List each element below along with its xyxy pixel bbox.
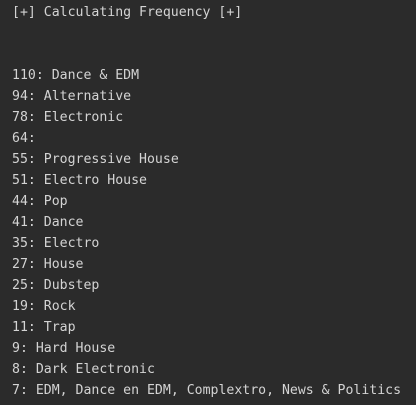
entry-count: 78	[12, 110, 44, 125]
entry-genre: House	[43, 257, 84, 272]
entry-count: 9	[12, 341, 36, 356]
frequency-entry: 64	[0, 128, 416, 149]
frequency-entry: 94Alternative	[0, 86, 416, 107]
frequency-entry: 41Dance	[0, 212, 416, 233]
frequency-entry: 78Electronic	[0, 107, 416, 128]
entry-genre: EDM, Dance en EDM, Complextro, News & Po…	[35, 383, 402, 398]
entry-count: 110	[12, 68, 52, 83]
frequency-entry: 27House	[0, 254, 416, 275]
frequency-entry: 9Hard House	[0, 338, 416, 359]
entry-genre: Alternative	[43, 89, 132, 104]
entry-genre: Electronic	[43, 110, 124, 125]
entry-count: 11	[12, 320, 44, 335]
entry-genre: Trap	[43, 320, 76, 335]
entry-count: 7	[12, 383, 36, 398]
entry-genre: Progressive House	[43, 152, 179, 167]
frequency-entry: 11Trap	[0, 317, 416, 338]
entry-count: 94	[12, 89, 44, 104]
entry-genre: Dubstep	[43, 278, 100, 293]
entry-count: 44	[12, 194, 44, 209]
entry-genre: Dance	[43, 215, 84, 230]
entry-count: 55	[12, 152, 44, 167]
entry-count: 25	[12, 278, 44, 293]
frequency-entry: 35Electro	[0, 233, 416, 254]
frequency-entry: 110Dance & EDM	[0, 65, 416, 86]
entry-count: 64	[12, 131, 44, 146]
entry-genre: Rock	[43, 299, 76, 314]
frequency-entry: 7EDM, Dance en EDM, Complextro, News & P…	[0, 380, 416, 401]
frequency-header: [+] Calculating Frequency [+]	[12, 5, 243, 20]
entry-genre: Dark Electronic	[35, 362, 155, 377]
entry-count: 27	[12, 257, 44, 272]
frequency-entry: 19Rock	[0, 296, 416, 317]
entry-genre: Hard House	[35, 341, 116, 356]
entry-genre: Pop	[43, 194, 68, 209]
frequency-list: 110Dance & EDM 94Alternative 78Electroni…	[0, 65, 416, 401]
frequency-entry: 44Pop	[0, 191, 416, 212]
entry-count: 41	[12, 215, 44, 230]
entry-count: 19	[12, 299, 44, 314]
entry-genre: Electro	[43, 236, 100, 251]
entry-count: 8	[12, 362, 36, 377]
entry-count: 51	[12, 173, 44, 188]
frequency-entry: 8Dark Electronic	[0, 359, 416, 380]
frequency-entry: 51Electro House	[0, 170, 416, 191]
frequency-entry: 25Dubstep	[0, 275, 416, 296]
entry-genre: Electro House	[43, 173, 147, 188]
entry-count: 35	[12, 236, 44, 251]
frequency-entry: 55Progressive House	[0, 149, 416, 170]
entry-genre: Dance & EDM	[51, 68, 140, 83]
